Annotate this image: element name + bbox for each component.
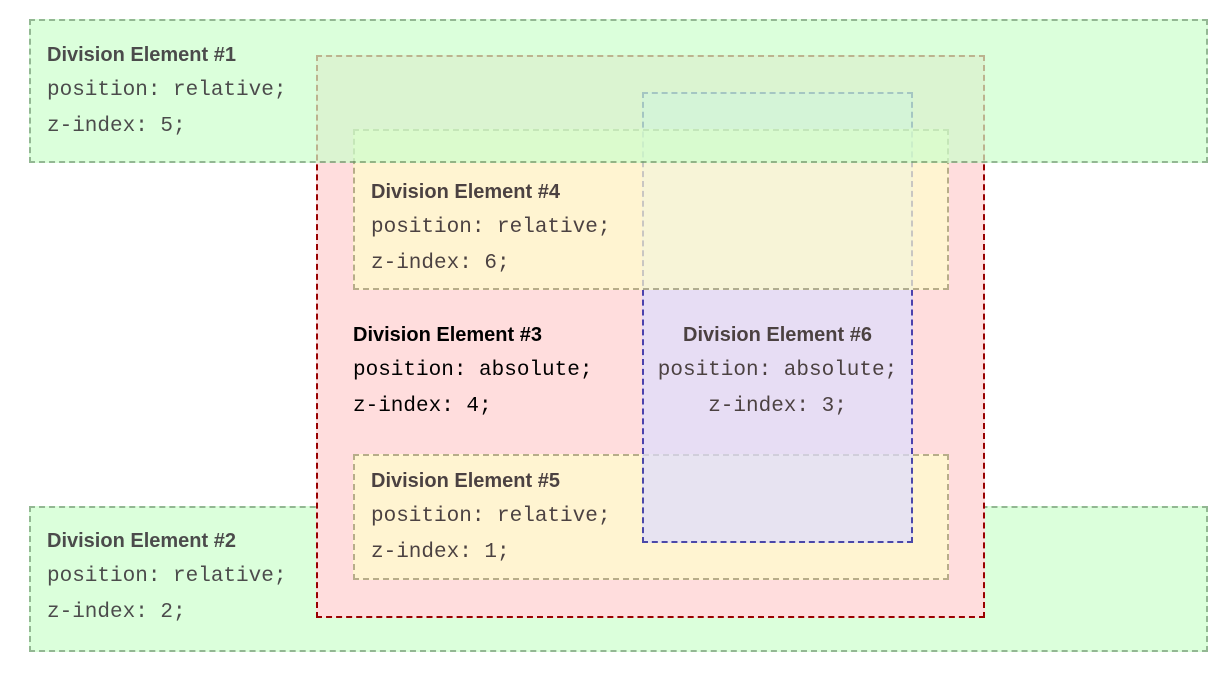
code-line-z-index: z-index: 4; xyxy=(353,395,492,418)
code-line-z-index: z-index: 6; xyxy=(371,252,510,275)
code-line-position: position: relative; xyxy=(47,565,287,588)
division-title: Division Element #1 xyxy=(47,44,236,66)
code-line-z-index: z-index: 1; xyxy=(371,541,510,564)
division-element-1: Division Element #1 position: relative; … xyxy=(29,19,1208,163)
code-line-position: position: absolute; xyxy=(657,359,898,382)
division-title: Division Element #4 xyxy=(371,181,560,203)
division-title: Division Element #5 xyxy=(371,470,560,492)
code-line-position: position: relative; xyxy=(371,505,611,528)
code-line-position: position: relative; xyxy=(47,79,287,102)
code-line-position: position: absolute; xyxy=(353,359,593,382)
code-line-z-index: z-index: 2; xyxy=(47,601,186,624)
code-line-z-index: z-index: 3; xyxy=(708,395,847,418)
code-line-z-index: z-index: 5; xyxy=(47,115,186,138)
division-title: Division Element #2 xyxy=(47,530,236,552)
division-element-3-label: Division Element #3 position: absolute; … xyxy=(353,317,913,425)
code-line-position: position: relative; xyxy=(371,216,611,239)
division-title: Division Element #3 xyxy=(353,324,542,346)
division-title: Division Element #6 xyxy=(683,324,872,346)
